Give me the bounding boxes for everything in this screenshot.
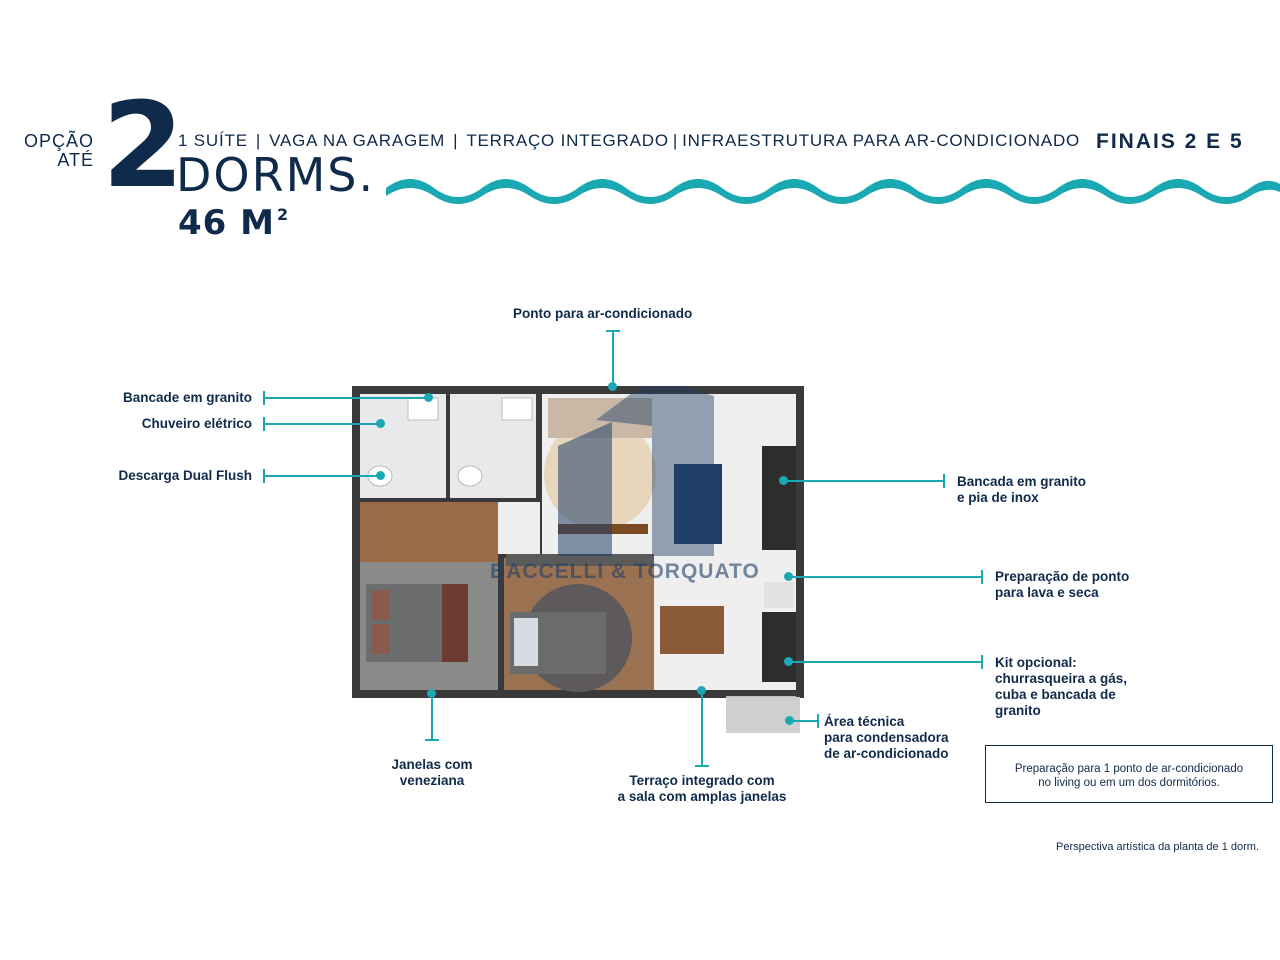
callout-line-area-tecnica (790, 720, 818, 722)
callout-line-terraco (701, 694, 703, 766)
opcao-line1: OPÇÃO (23, 131, 94, 151)
label-kit-line2: churrasqueira a gás, (995, 671, 1128, 686)
callout-tick-ponto-ar (606, 330, 620, 332)
label-terraco: Terraço integrado com a sala com amplas … (592, 773, 812, 805)
label-janelas-line2: veneziana (399, 773, 465, 788)
callout-tick-area-tecnica (817, 714, 819, 728)
callout-tick-kit (981, 655, 983, 669)
callout-tick-descarga (263, 469, 265, 483)
callout-line-bancada-granito (264, 397, 430, 399)
feature-terrace: TERRAÇO INTEGRADO (466, 131, 669, 150)
callout-dot-area-tecnica (785, 716, 794, 725)
callout-dot-ponto-ar (608, 382, 617, 391)
callout-dot-bancada-granito (424, 393, 433, 402)
callout-tick-janelas (425, 739, 439, 741)
opcao-label: OPÇÃO ATÉ (22, 132, 94, 170)
label-janelas: Janelas com veneziana (372, 757, 492, 789)
callout-dot-janelas (427, 689, 436, 698)
bedroom-count: 2 (102, 76, 185, 214)
callout-tick-bancada-granito (263, 391, 265, 405)
callout-tick-terraco (695, 765, 709, 767)
callout-dot-chuveiro (376, 419, 385, 428)
callout-tick-bancada-inox (943, 474, 945, 488)
label-kit-line1: Kit opcional: (995, 655, 1077, 670)
watermark: BACCELLI & TORQUATO (490, 560, 760, 583)
label-descarga: Descarga Dual Flush (118, 468, 252, 483)
label-kit-line4: granito (995, 703, 1041, 718)
label-bancada-inox-line2: e pia de inox (957, 490, 1039, 505)
callout-line-janelas (431, 694, 433, 740)
finais-label: FINAIS 2 E 5 (1096, 130, 1244, 153)
area-value: 46 M (178, 203, 275, 243)
callout-dot-descarga (376, 471, 385, 480)
wave-decoration (386, 179, 1280, 204)
label-kit-line3: cuba e bancada de (995, 687, 1116, 702)
callout-dot-kit (784, 657, 793, 666)
dorms-label: DORMS. (176, 148, 376, 202)
feature-ac: INFRAESTRUTURA PARA AR-CONDICIONADO (682, 131, 1081, 150)
ac-note-line2: no living ou em um dos dormitórios. (1038, 777, 1220, 789)
label-bancada-inox-line1: Bancada em granito (957, 474, 1087, 489)
callout-dot-terraco (697, 686, 706, 695)
feature-list: 1 SUÍTE|VAGA NA GARAGEM|TERRAÇO INTEGRAD… (178, 131, 1081, 150)
label-kit: Kit opcional: churrasqueira a gás, cuba … (995, 655, 1127, 719)
callout-line-kit (788, 661, 982, 663)
label-bancada-granito: Bancade em granito (122, 390, 252, 405)
feature-suite: 1 SUÍTE (178, 131, 248, 150)
callout-dot-lava-seca (784, 572, 793, 581)
footnote: Perspectiva artística da planta de 1 dor… (1056, 841, 1259, 853)
label-bancada-inox: Bancada em granito e pia de inox (957, 474, 1086, 506)
label-lava-seca: Preparação de ponto para lava e seca (995, 569, 1129, 601)
callout-tick-chuveiro (263, 417, 265, 431)
label-lava-seca-line1: Preparação de ponto (995, 569, 1130, 584)
floor-plan (352, 386, 804, 698)
label-area-tecnica-line3: de ar-condicionado (824, 746, 949, 761)
label-area-tecnica-line2: para condensadora (824, 730, 949, 745)
callout-line-descarga (264, 475, 380, 477)
callout-tick-lava-seca (981, 570, 983, 584)
callout-line-chuveiro (264, 423, 380, 425)
callout-line-bancada-inox (784, 480, 944, 482)
label-area-tecnica-line1: Área técnica (824, 714, 905, 729)
callout-line-lava-seca (788, 576, 982, 578)
technical-area-shape (726, 697, 800, 733)
ac-note-box: Preparação para 1 ponto de ar-condiciona… (985, 745, 1273, 803)
opcao-line2: ATÉ (57, 150, 94, 170)
callout-line-ponto-ar (612, 330, 614, 386)
label-lava-seca-line2: para lava e seca (995, 585, 1099, 600)
area-unit: 2 (277, 205, 290, 224)
label-chuveiro: Chuveiro elétrico (141, 416, 252, 431)
label-area-tecnica: Área técnica para condensadora de ar-con… (824, 714, 949, 762)
callout-dot-bancada-inox (779, 476, 788, 485)
label-terraco-line2: a sala com amplas janelas (617, 789, 787, 804)
label-terraco-line1: Terraço integrado com (629, 773, 775, 788)
ac-note-line1: Preparação para 1 ponto de ar-condiciona… (1014, 763, 1244, 775)
feature-garage: VAGA NA GARAGEM (269, 131, 446, 150)
label-ponto-ar: Ponto para ar-condicionado (513, 306, 693, 321)
label-janelas-line1: Janelas com (391, 757, 473, 772)
